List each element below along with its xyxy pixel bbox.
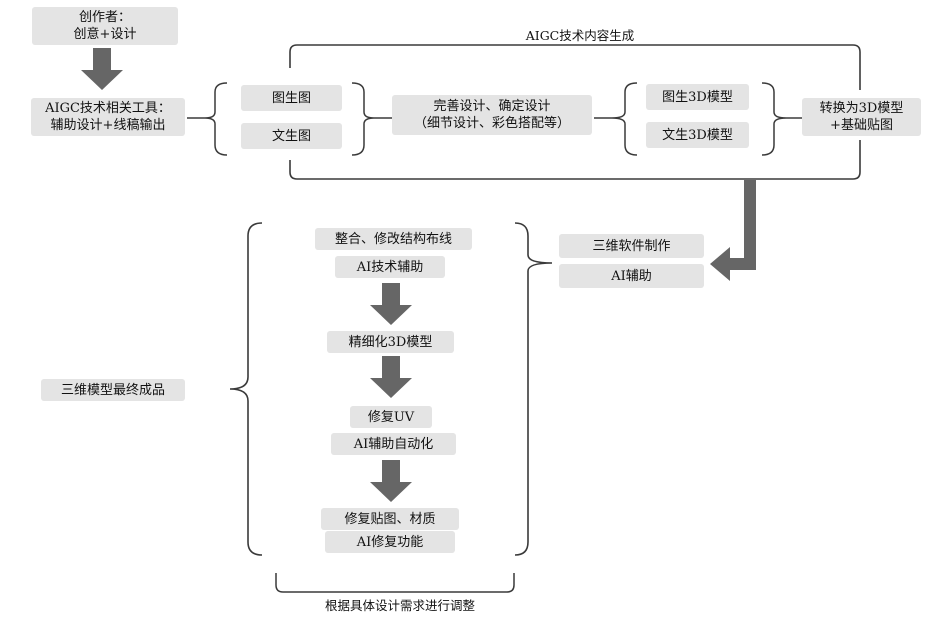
ai-fix-box: AI修复功能 <box>325 531 455 553</box>
brace-img-text <box>204 82 228 156</box>
brace-img-text-right <box>351 82 375 156</box>
adjust-label: 根据具体设计需求进行调整 <box>324 598 475 613</box>
arrow-down-icon <box>370 460 412 502</box>
refine-box: 完善设计、确定设计 （细节设计、彩色搭配等） <box>392 95 592 135</box>
txt2img-box: 文生图 <box>241 123 342 149</box>
txt2model-box: 文生3D模型 <box>646 122 749 148</box>
img2img-box: 图生图 <box>241 85 342 111</box>
ai-auto-box: AI辅助自动化 <box>331 433 456 455</box>
brace-software <box>514 222 553 556</box>
img2model-box: 图生3D模型 <box>646 84 749 110</box>
convert-box: 转换为3D模型 +基础贴图 <box>802 98 921 136</box>
refine-line2: （细节设计、彩色搭配等） <box>413 116 570 131</box>
arrow-down-icon <box>370 283 412 325</box>
convert-line1: 转换为3D模型 <box>819 101 904 116</box>
software-box: 三维软件制作 <box>559 234 704 258</box>
aigc-tools-line1: AIGC技术相关工具： <box>45 101 171 116</box>
brace-3d-right <box>761 82 787 156</box>
final-box: 三维模型最终成品 <box>41 379 185 401</box>
elbow-arrow-icon <box>710 180 756 281</box>
aigc-tools-line2: 辅助设计+线稿输出 <box>50 118 166 133</box>
arrow-down-icon <box>370 356 412 398</box>
refine-line1: 完善设计、确定设计 <box>433 99 551 114</box>
integrate-box: 整合、修改结构布线 <box>315 228 472 250</box>
creator-line2: 创意+设计 <box>73 27 137 42</box>
creator-box: 创作者： 创意+设计 <box>32 7 178 45</box>
fix-uv-box: 修复UV <box>350 406 432 428</box>
aigc-tools-box: AIGC技术相关工具： 辅助设计+线稿输出 <box>31 98 185 136</box>
brace-3d-left <box>611 82 638 156</box>
fix-texture-box: 修复贴图、材质 <box>321 508 459 530</box>
aigc-group-label: AIGC技术内容生成 <box>525 28 635 43</box>
fine-model-box: 精细化3D模型 <box>327 331 454 353</box>
brace-adjust <box>275 573 515 593</box>
ai-tech-box: AI技术辅助 <box>335 256 445 278</box>
brace-final <box>229 222 263 556</box>
creator-line1: 创作者： <box>78 10 131 25</box>
ai-assist-box: AI辅助 <box>559 264 704 288</box>
convert-line2: +基础贴图 <box>830 118 893 133</box>
aigc-group-frame <box>289 44 861 180</box>
arrow-down-icon <box>81 48 123 90</box>
